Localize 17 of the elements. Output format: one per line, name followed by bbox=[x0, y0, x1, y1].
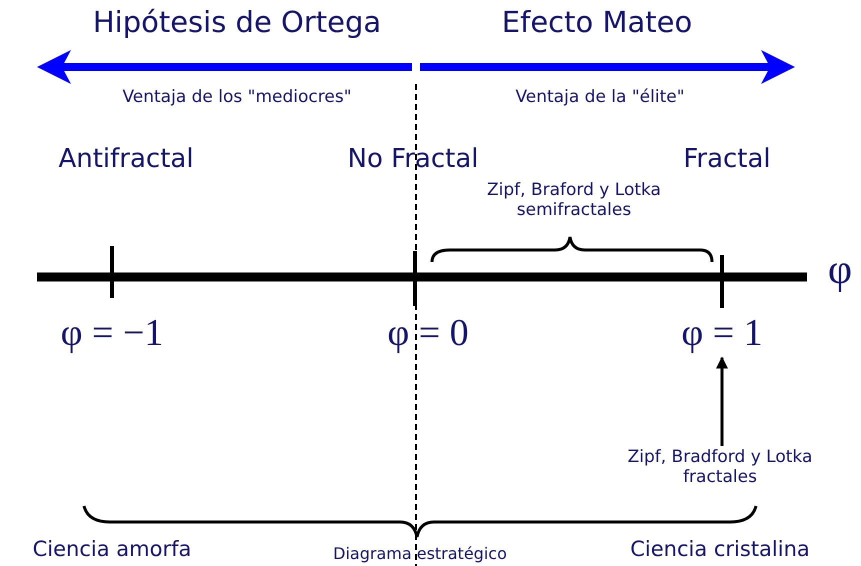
caption-text: Ventaja de los "mediocres" bbox=[122, 88, 352, 108]
bracket-label: Ciencia cristalina bbox=[630, 537, 810, 562]
tick-label: φ = −1 bbox=[60, 312, 164, 356]
axis-label: φ bbox=[828, 246, 852, 294]
bracket-label: Diagrama estratégico bbox=[333, 545, 507, 564]
annotation-text: Zipf, Bradford y Lotka fractales bbox=[595, 448, 845, 488]
category-label: Fractal bbox=[683, 145, 771, 175]
category-label: No Fractal bbox=[348, 145, 478, 175]
tick-label: φ = 1 bbox=[681, 312, 763, 356]
bracket-label: Zipf, Braford y Lotka semifractales bbox=[486, 181, 662, 220]
category-label: Antifractal bbox=[58, 145, 194, 175]
tick-label: φ = 0 bbox=[387, 312, 469, 356]
heading: Hipótesis de Ortega bbox=[92, 6, 382, 40]
arrow bbox=[716, 356, 728, 446]
caption-text: Ventaja de la "élite" bbox=[515, 88, 685, 108]
heading: Efecto Mateo bbox=[502, 6, 692, 40]
bracket-label: Ciencia amorfa bbox=[32, 537, 192, 562]
